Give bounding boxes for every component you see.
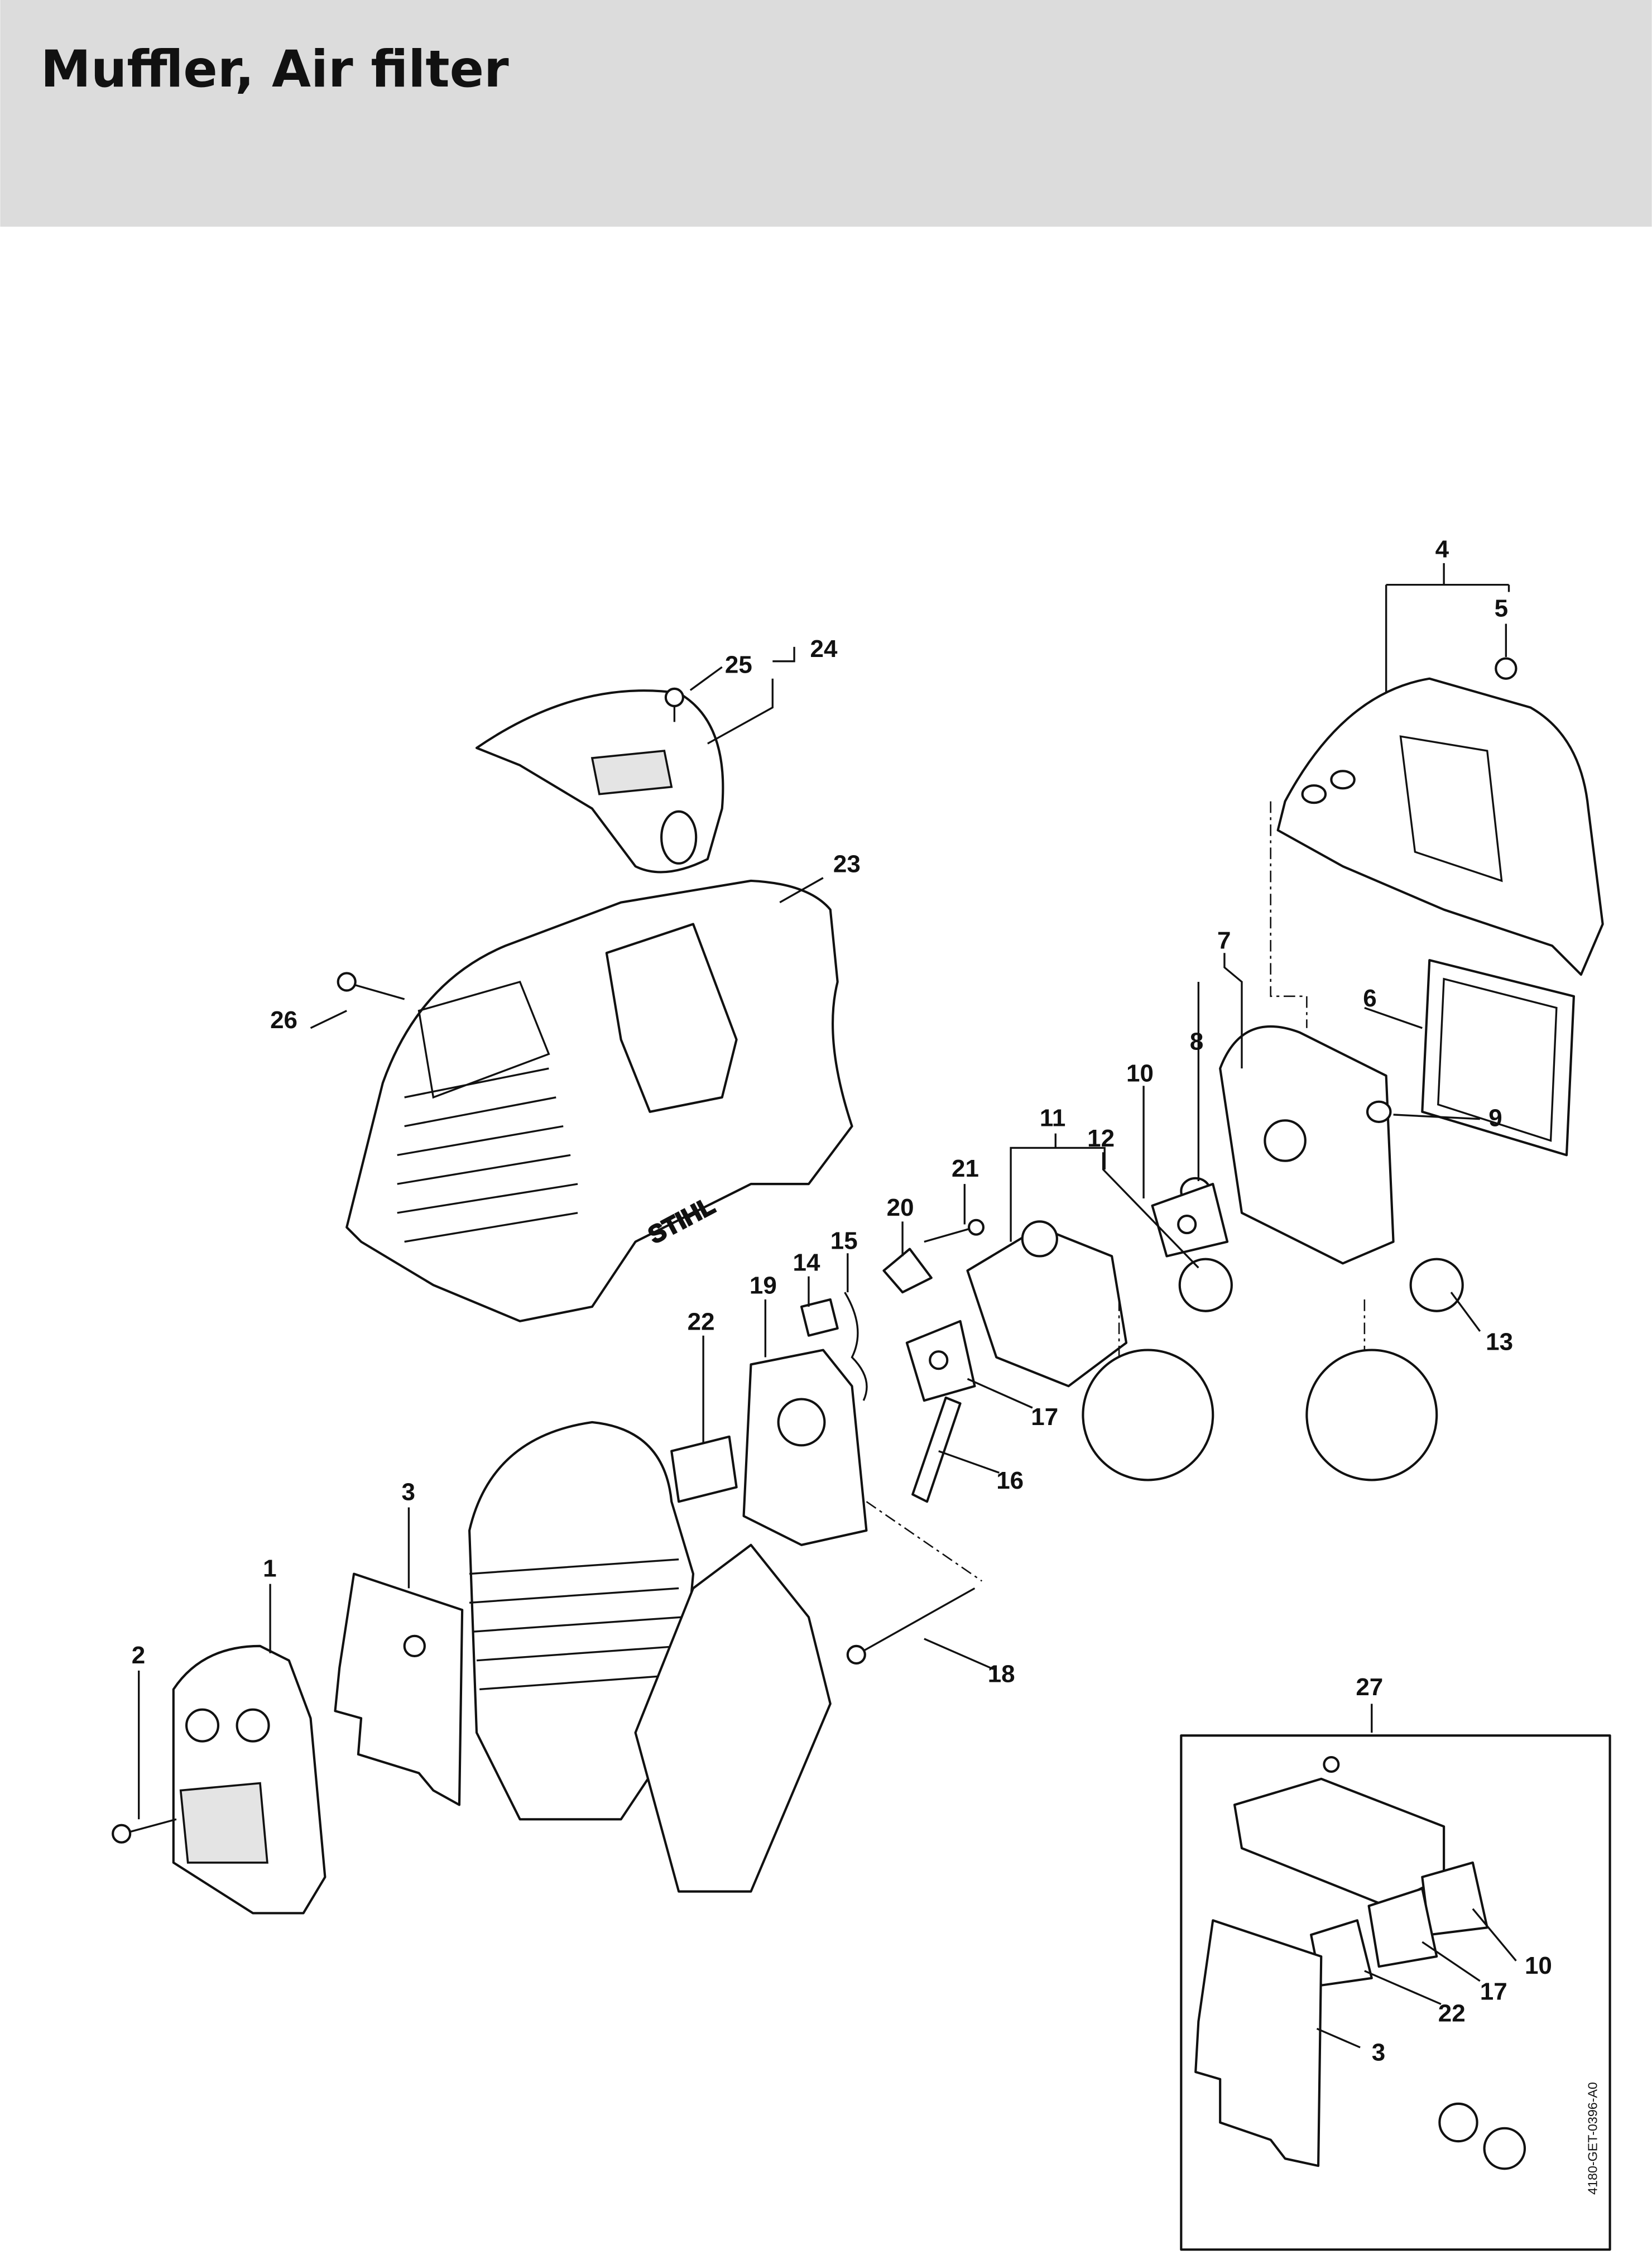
part-17-gasket [905, 1320, 976, 1402]
part-13-knob [1409, 1258, 1464, 1312]
callout-1[interactable]: 1 [263, 1555, 276, 1582]
part-12-choke [1178, 1258, 1233, 1312]
callout-6[interactable]: 6 [1363, 985, 1376, 1012]
callout-17[interactable]: 17 [1031, 1403, 1058, 1431]
callout-22[interactable]: 22 [688, 1308, 715, 1335]
leader-lines [138, 563, 1510, 1820]
part-9-nut [1366, 1100, 1392, 1123]
header-band [0, 0, 1652, 227]
callout-7[interactable]: 7 [1217, 927, 1231, 954]
part-7-filter-base [1219, 1025, 1395, 1265]
callout-9[interactable]: 9 [1488, 1105, 1502, 1132]
callout-26[interactable]: 26 [270, 1006, 297, 1034]
page-title: Muffler, Air filter [41, 40, 509, 99]
part-1-muffler [172, 1644, 326, 1915]
alignment-lines [866, 801, 1366, 1582]
kit-callout-22[interactable]: 22 [1438, 1999, 1466, 2027]
part-11-carburetor [966, 1220, 1128, 1388]
part-4-filter-cover [1276, 677, 1604, 976]
callout-4[interactable]: 4 [1435, 535, 1449, 563]
callout-21[interactable]: 21 [952, 1155, 979, 1182]
part-26-screw [337, 972, 405, 1000]
detail-circle-right [1305, 1349, 1438, 1481]
kit-box-27 [1180, 1734, 1611, 2251]
callout-20[interactable]: 20 [887, 1194, 914, 1221]
part-19-intake-flange [742, 1349, 868, 1546]
part-6-air-filter [1421, 959, 1575, 1157]
part-20-bracket [882, 1248, 933, 1294]
engine-cylinder [468, 1421, 832, 1893]
callout-12[interactable]: 12 [1087, 1125, 1115, 1152]
part-18-bolt [846, 1587, 976, 1665]
callout-19[interactable]: 19 [750, 1272, 777, 1299]
callout-15[interactable]: 15 [830, 1227, 858, 1255]
drawing-code: 4180-GET-0396-A0 [1585, 2082, 1600, 2195]
part-5-screw [1495, 657, 1517, 680]
part-23-shroud: STIHL [345, 879, 853, 1322]
callout-8[interactable]: 8 [1190, 1028, 1203, 1056]
kit-callout-17[interactable]: 17 [1480, 1978, 1507, 2006]
callout-14[interactable]: 14 [793, 1249, 820, 1276]
callout-2[interactable]: 2 [132, 1642, 145, 1669]
callout-11[interactable]: 11 [1040, 1105, 1065, 1132]
callout-16[interactable]: 16 [996, 1467, 1024, 1494]
callout-18[interactable]: 18 [988, 1661, 1015, 1688]
part-2-screw [112, 1818, 177, 1844]
callout-23[interactable]: 23 [833, 850, 861, 877]
callout-5[interactable]: 5 [1495, 595, 1508, 622]
callout-3[interactable]: 3 [402, 1479, 415, 1506]
callout-10[interactable]: 10 [1126, 1059, 1154, 1087]
part-21-screw [924, 1219, 985, 1243]
kit-callout-10[interactable]: 10 [1525, 1952, 1552, 1979]
detail-circle-left [1082, 1349, 1214, 1481]
callout-27[interactable]: 27 [1356, 1673, 1383, 1701]
callout-24[interactable]: 24 [810, 635, 838, 663]
part-15-spring [844, 1292, 868, 1401]
callout-13[interactable]: 13 [1486, 1328, 1513, 1356]
part-25-screw [664, 687, 684, 722]
part-3-heat-shield [334, 1572, 464, 1806]
part-24-top-cover [475, 689, 724, 874]
part-22-gasket [670, 1435, 738, 1503]
part-14-lever [800, 1298, 839, 1337]
callout-25[interactable]: 25 [725, 651, 752, 678]
part-16-hose [911, 1396, 962, 1503]
part-10-gasket [1151, 1183, 1229, 1258]
kit-callout-3[interactable]: 3 [1372, 2038, 1385, 2066]
